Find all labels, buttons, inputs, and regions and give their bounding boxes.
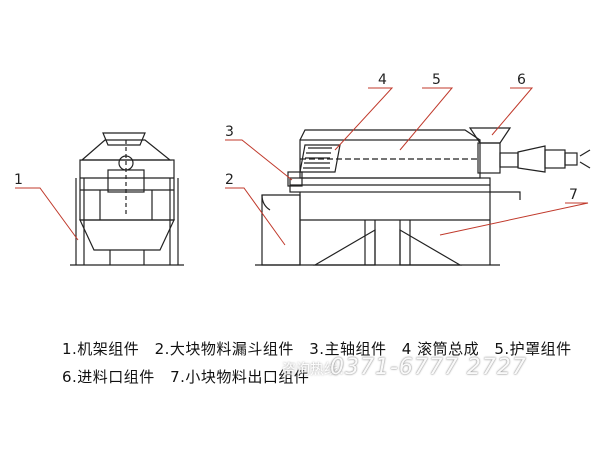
legend-item: 3.主轴组件 <box>309 340 387 358</box>
hotline-number: 0371-6777 2727 <box>330 355 527 380</box>
callout-6: 6 <box>517 72 526 88</box>
callout-7: 7 <box>569 187 578 203</box>
legend-item: 6.进料口组件 <box>62 368 155 386</box>
callout-5: 5 <box>432 72 441 88</box>
callout-2: 2 <box>225 172 234 188</box>
legend-item: 5.护罩组件 <box>494 340 572 358</box>
callout-4: 4 <box>378 72 387 88</box>
leader-lines <box>15 87 589 246</box>
legend-item: 1.机架组件 <box>62 340 140 358</box>
legend-row-2: 6.进料口组件 7.小块物料出口组件 <box>62 366 319 387</box>
legend-item: 4 滚筒总成 <box>401 340 480 358</box>
legend-item: 2.大块物料漏斗组件 <box>154 340 294 358</box>
side-view <box>255 127 591 266</box>
callout-3: 3 <box>225 124 234 140</box>
front-view <box>70 132 184 266</box>
legend-row-1: 1.机架组件 2.大块物料漏斗组件 3.主轴组件 4 滚筒总成 5.护罩组件 <box>62 338 582 359</box>
callout-1: 1 <box>14 172 23 188</box>
legend-item: 7.小块物料出口组件 <box>170 368 310 386</box>
hotline-label: 咨询热线： <box>282 362 352 378</box>
